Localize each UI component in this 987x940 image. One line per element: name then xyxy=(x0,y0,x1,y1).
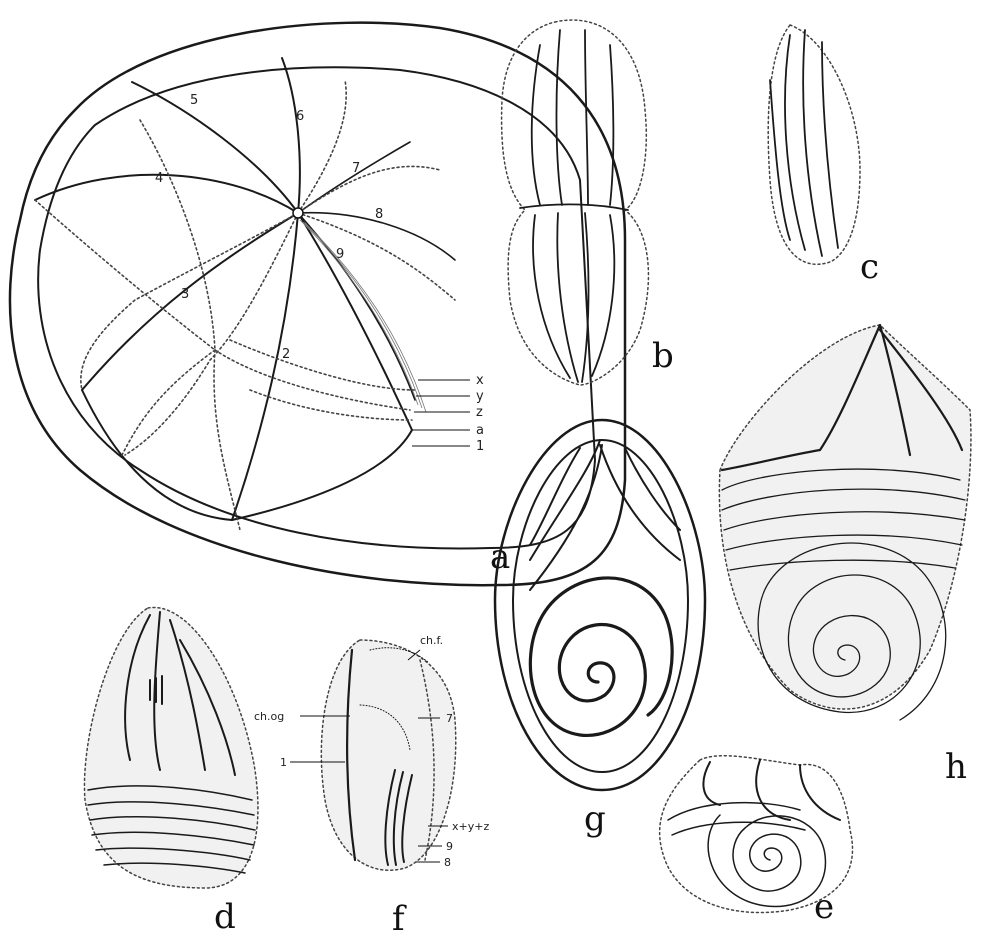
panel-e-upper-ridges xyxy=(703,760,840,820)
annotation-chog: ch.og xyxy=(254,710,284,723)
meridian-lower-left xyxy=(82,390,232,520)
panel-c-outline xyxy=(768,25,860,264)
panel-label-e: e xyxy=(814,887,834,927)
panel-g: g xyxy=(495,420,705,839)
pole-marker xyxy=(293,208,303,218)
dotted-meridian-10 xyxy=(35,200,215,350)
panel-d: d xyxy=(84,607,258,937)
meridian-6 xyxy=(282,58,300,213)
panel-g-spiral xyxy=(530,578,672,735)
meridian-2 xyxy=(232,213,298,520)
panel-a-leaders xyxy=(412,380,470,446)
meridian-1 xyxy=(298,213,412,430)
panel-label-c: c xyxy=(860,247,879,287)
dotted-meridian-11 xyxy=(230,340,415,390)
dotted-meridian-7 xyxy=(122,350,215,455)
ray-number-5: 5 xyxy=(190,93,198,108)
panel-label-b: b xyxy=(652,336,674,376)
ray-number-2: 2 xyxy=(282,347,290,362)
meridian-4 xyxy=(35,175,298,213)
ray-number-6: 6 xyxy=(296,109,304,124)
panel-c: c xyxy=(768,25,879,287)
ray-number-3: 3 xyxy=(181,287,189,302)
ray-number-8: 8 xyxy=(375,207,383,222)
panel-label-h: h xyxy=(945,747,967,787)
side-marker-y: y xyxy=(476,389,484,404)
annotation-xyz: x+y+z xyxy=(452,820,489,833)
annotation-9: 9 xyxy=(446,840,453,853)
meridian-5 xyxy=(132,82,298,213)
side-marker-x: x xyxy=(476,373,484,388)
panel-label-d: d xyxy=(214,897,236,937)
panel-h-stipple xyxy=(719,325,971,709)
annotation-chf: ch.f. xyxy=(420,634,443,647)
dotted-meridian-4 xyxy=(298,166,440,213)
meridian-3 xyxy=(82,213,298,390)
annotation-7: 7 xyxy=(446,712,453,725)
ray-number-9: 9 xyxy=(336,247,344,262)
panel-g-upper-curves xyxy=(530,440,680,590)
dotted-meridian-8 xyxy=(215,350,410,410)
panel-c-ridges xyxy=(770,30,838,256)
panel-b: b xyxy=(502,20,674,385)
panel-label-f: f xyxy=(392,899,407,939)
panel-b-division xyxy=(520,204,628,210)
dotted-meridian-9 xyxy=(140,120,215,350)
dotted-meridian-3 xyxy=(298,80,346,213)
panel-e-spiral xyxy=(668,803,825,907)
panel-f: ch.f. ch.og 1 7 x+y+z 9 8 f xyxy=(254,634,489,939)
meridian-lower-right xyxy=(232,430,412,520)
panel-b-outline xyxy=(502,20,649,385)
annotation-1: 1 xyxy=(280,756,287,769)
side-marker-1: 1 xyxy=(476,439,484,454)
panel-h: h xyxy=(719,325,971,787)
dotted-meridian-5 xyxy=(298,213,455,300)
side-marker-z: z xyxy=(476,405,483,420)
side-marker-a: a xyxy=(476,423,484,438)
dotted-meridian-6 xyxy=(214,350,240,530)
ray-number-7: 7 xyxy=(352,161,360,176)
panel-e: e xyxy=(660,756,853,927)
ray-number-4: 4 xyxy=(155,171,163,186)
panel-label-g: g xyxy=(584,799,606,839)
dotted-meridian-2 xyxy=(125,213,298,455)
annotation-8: 8 xyxy=(444,856,451,869)
panel-f-stipple xyxy=(321,640,455,870)
panel-d-stipple xyxy=(84,607,258,888)
dotted-meridian-1 xyxy=(81,213,298,390)
